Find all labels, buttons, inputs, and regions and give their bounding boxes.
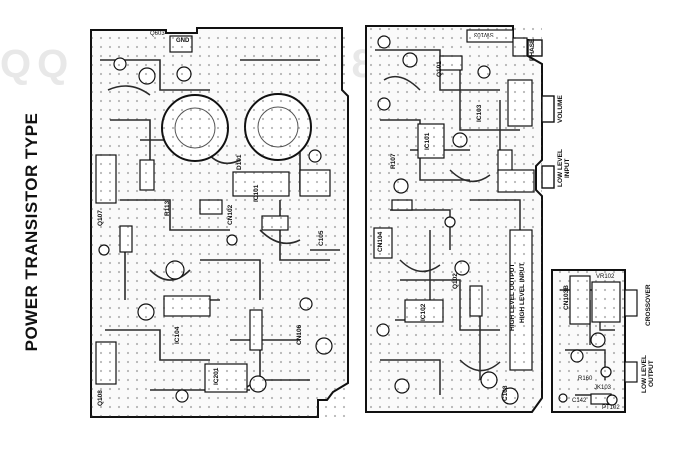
label-cn106: CN106 [296,324,303,346]
label-r107: R107 [390,153,397,169]
label-cn103b: CN103B [563,285,570,311]
label-sw103: SW103 [474,31,494,37]
label-ic104: IC104 [174,326,181,344]
label-ic102: IC102 [420,303,427,321]
crossover-board [551,269,638,413]
label-vr102: VR102 [596,274,615,280]
label-q603: Q603 [150,31,165,37]
label-r160: R160 [578,376,593,382]
label-high-level-output: HIGH LEVEL OUTPUT [509,263,516,331]
label-c142: C142 [572,398,587,404]
label-ic201: IC201 [213,367,220,385]
label-gnd: GND [176,38,190,44]
label-ic101-power: IC101 [253,184,260,202]
label-q102: Q102 [452,273,459,289]
label-q108: Q108 [97,390,104,406]
label-cn104: CN104 [377,231,384,253]
label-low-level-input: LOW LEVEL INPUT [557,149,571,187]
label-pt102: PT102 [602,405,620,411]
label-q107: Q107 [97,210,104,226]
label-crossover: CROSSOVER [645,284,652,326]
label-phase: PHASE [529,38,536,62]
control-board [365,25,555,413]
label-volume: VOLUME [557,95,564,123]
label-r113: R113 [164,200,171,216]
label-high-level-input: HIGH LEVEL INPUT [519,262,526,324]
label-q101: Q101 [436,61,443,77]
label-jk103: JK103 [594,385,612,391]
label-c105: C105 [318,230,325,246]
label-ic103: IC103 [476,104,483,122]
label-low-level-output: LOW LEVEL OUTPUT [641,355,655,393]
label-cn102: CN102 [227,204,234,226]
label-d101: D101 [236,154,243,170]
label-ic101-control: IC101 [424,132,431,150]
label-c108: C108 [502,385,509,401]
power-board [90,27,349,418]
